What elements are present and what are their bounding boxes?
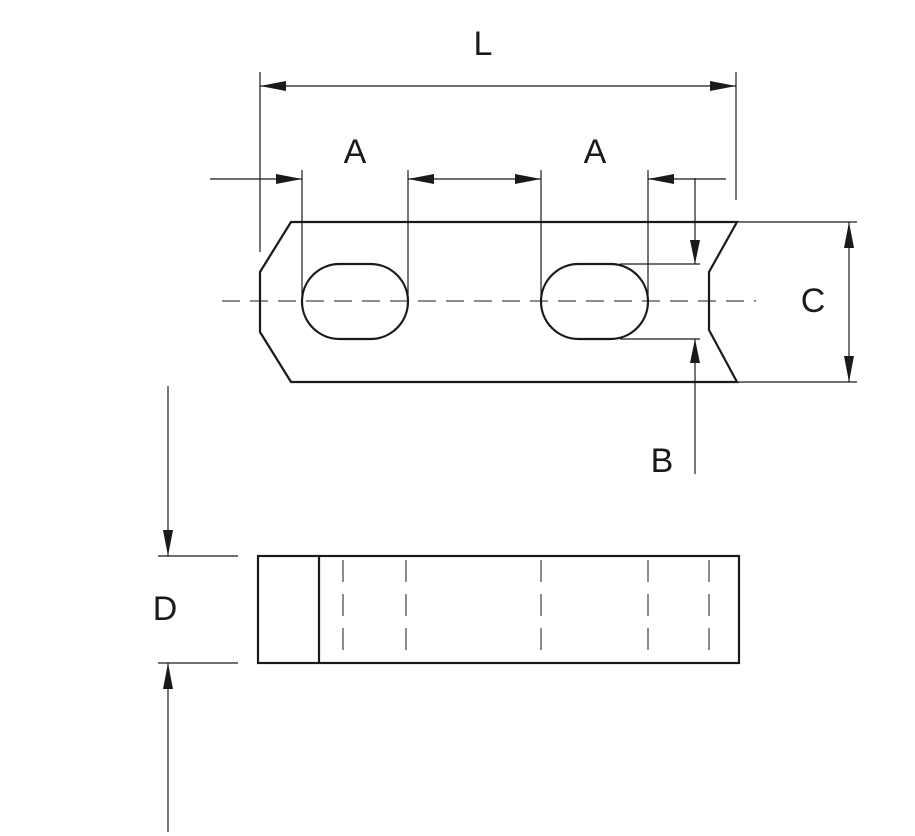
arrowhead-c-top xyxy=(844,222,854,248)
side-view xyxy=(256,554,741,665)
arrowhead-a-2 xyxy=(408,174,434,184)
label-c: C xyxy=(801,282,826,320)
arrowhead-d-top xyxy=(163,530,173,556)
plate-outline xyxy=(258,220,739,384)
dimension-a: A A xyxy=(210,133,726,296)
dimension-c: C xyxy=(737,221,857,383)
dimension-l: L xyxy=(259,25,737,252)
side-view-outline xyxy=(256,554,741,665)
label-l: L xyxy=(474,25,493,63)
label-b: B xyxy=(651,442,674,480)
arrowhead-b-bottom xyxy=(690,339,700,363)
label-a-left: A xyxy=(344,133,367,171)
arrowhead-c-bottom xyxy=(844,356,854,382)
arrowhead-b-top xyxy=(690,240,700,264)
label-a-right: A xyxy=(584,133,607,171)
dimension-d: D xyxy=(153,386,238,832)
arrowhead-l-right xyxy=(710,81,736,91)
arrowhead-l-left xyxy=(260,81,286,91)
arrowhead-a-3 xyxy=(515,174,541,184)
arrowhead-d-bottom xyxy=(163,663,173,689)
dimension-b: B xyxy=(620,178,700,480)
arrowhead-a-4 xyxy=(648,174,674,184)
label-d: D xyxy=(153,590,178,628)
arrowhead-a-1 xyxy=(276,174,302,184)
